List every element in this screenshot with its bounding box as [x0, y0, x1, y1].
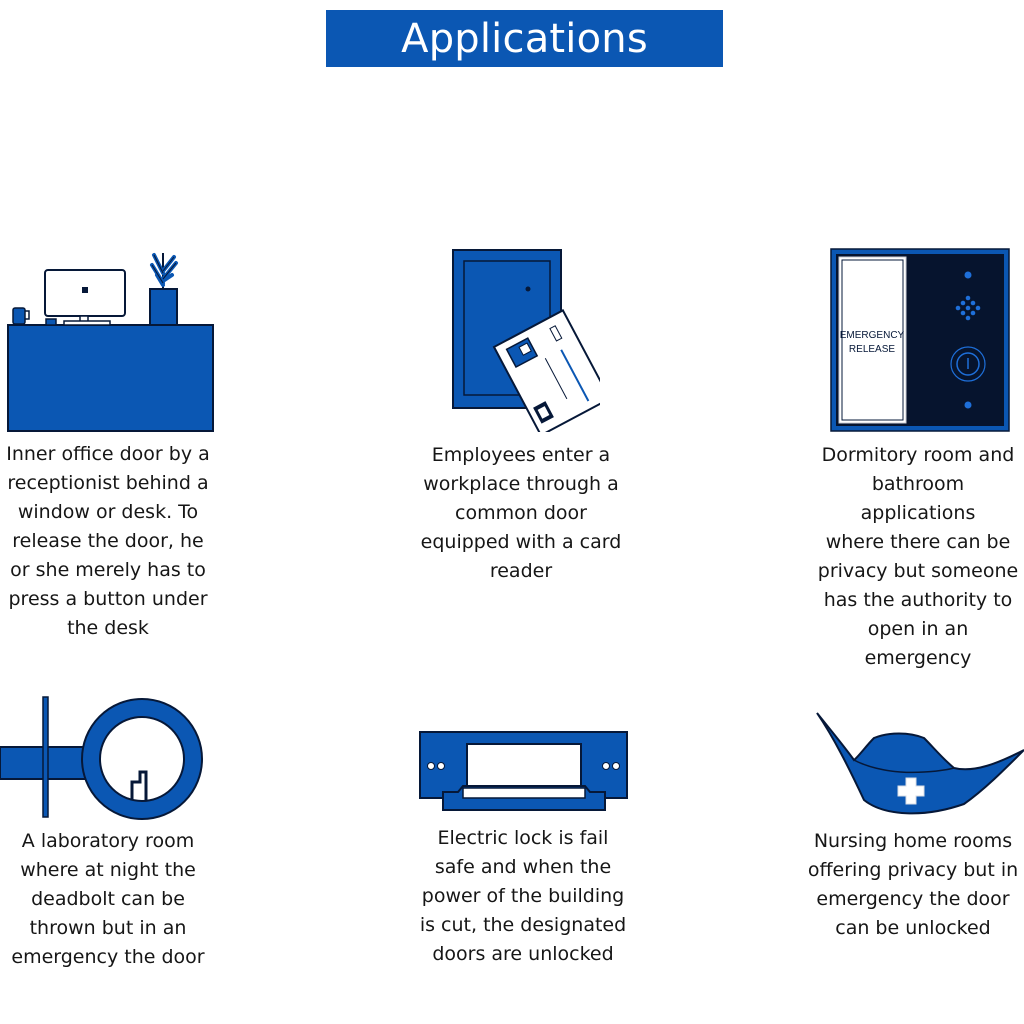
panel-label-line2: RELEASE: [849, 344, 895, 355]
caption-electric-lock: Electric lock is fail safe and when the …: [419, 827, 627, 965]
caption-reception: Inner office door by a receptionist behi…: [6, 443, 210, 639]
caption-deadbolt: A laboratory room where at night the dea…: [11, 830, 205, 968]
card-reader-door-icon: [452, 249, 600, 432]
electric-strike-icon: [419, 731, 628, 811]
caption-card-reader: Employees enter a workplace through a co…: [420, 444, 622, 582]
caption-nursing-home: Nursing home rooms offering privacy but …: [807, 830, 1019, 939]
panel-label-line1: EMERGENCY: [840, 330, 905, 341]
emergency-release-panel-icon: EMERGENCY RELEASE: [830, 248, 1010, 432]
nurse-cap-icon: [816, 712, 1024, 815]
caption-emergency-release: Dormitory room and bathroom applications…: [817, 444, 1019, 669]
page-title: Applications: [401, 15, 648, 62]
deadbolt-lock-icon: [0, 696, 203, 820]
title-banner: Applications: [326, 10, 723, 67]
reception-desk-icon: [7, 253, 214, 432]
